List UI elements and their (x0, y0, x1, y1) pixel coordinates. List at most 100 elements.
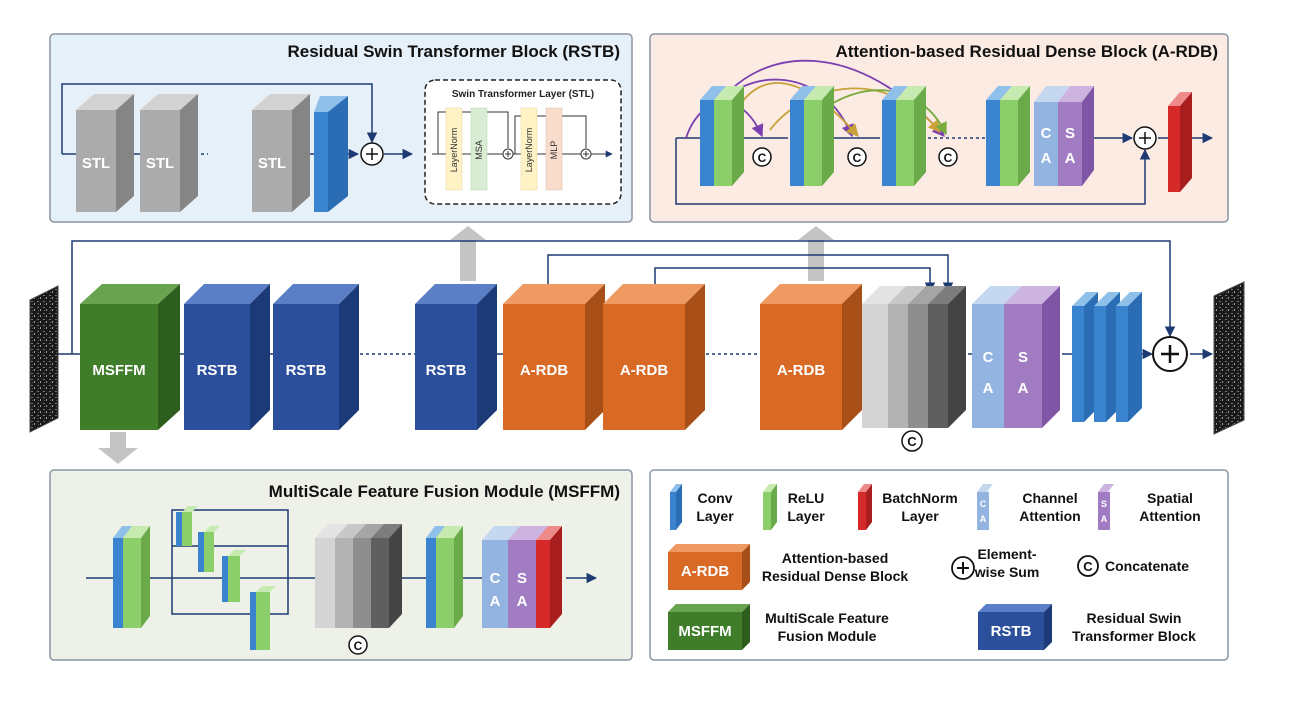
svg-text:C: C (1041, 125, 1052, 142)
layernorm-label: LayerNorm (449, 128, 459, 173)
svg-text:Transformer Block: Transformer Block (1072, 628, 1196, 644)
legend-conv: Conv Layer (670, 484, 734, 530)
legend-ardb: A-RDB Attention-based Residual Dense Blo… (668, 544, 908, 590)
expand-arrow-rstb (450, 226, 486, 281)
rstb-label: RSTB (426, 362, 467, 379)
msffm-label: MSFFM (92, 362, 145, 379)
main-pipeline: MSFFM RSTB RSTB RSTB A-RDB (29, 226, 1245, 464)
legend-spatial-attention: S A Spatial Attention (1098, 484, 1201, 530)
ardb-label: A-RDB (777, 362, 825, 379)
rstb-panel-title: Residual Swin Transformer Block (RSTB) (287, 42, 620, 61)
svg-text:Fusion Module: Fusion Module (778, 628, 877, 644)
svg-text:A: A (1101, 514, 1108, 524)
mlp-label: MLP (549, 141, 559, 160)
legend-batchnorm: BatchNorm Layer (858, 484, 958, 530)
msa-label: MSA (474, 140, 484, 160)
spatial-attention-block: S A (1004, 286, 1060, 428)
svg-text:Channel: Channel (1022, 490, 1077, 506)
concatenated-features (862, 286, 966, 428)
svg-text:Element-: Element- (977, 546, 1036, 562)
stl-layer-inset: Swin Transformer Layer (STL) LayerNorm M… (424, 79, 622, 205)
svg-text:C: C (354, 639, 363, 653)
channel-attention-block: C A (1034, 86, 1070, 186)
stl-block: STL (140, 94, 198, 212)
svg-text:Residual Dense Block: Residual Dense Block (762, 568, 908, 584)
spatial-attention-block: S A (1058, 86, 1094, 186)
conv-relu-pair (700, 86, 744, 186)
svg-text:RSTB: RSTB (991, 623, 1032, 640)
conv-relu-pair (426, 526, 463, 628)
concatenate-symbol: C (752, 147, 772, 167)
legend-rstb: RSTB Residual Swin Transformer Block (978, 604, 1196, 650)
ardb-block[interactable]: A-RDB (760, 284, 862, 430)
spatial-attention-block: S A (508, 526, 548, 628)
stl-block: STL (252, 94, 310, 212)
legend-concatenate: C Concatenate (1077, 555, 1189, 577)
svg-text:C: C (758, 151, 767, 165)
svg-text:S: S (1065, 125, 1075, 142)
legend-msffm: MSFFM MultiScale Feature Fusion Module (668, 604, 889, 650)
rstb-label: RSTB (286, 362, 327, 379)
stl-label: STL (146, 155, 174, 172)
conv-relu-pair (113, 526, 150, 628)
branch-conv-relu (198, 526, 220, 572)
svg-text:BatchNorm: BatchNorm (882, 490, 957, 506)
svg-text:Layer: Layer (696, 508, 734, 524)
svg-text:A: A (980, 514, 987, 524)
svg-text:A: A (1065, 150, 1076, 167)
msffm-block[interactable]: MSFFM (80, 284, 180, 430)
expand-arrow-ardb (798, 226, 834, 281)
rstb-block[interactable]: RSTB (184, 284, 270, 430)
svg-text:Spatial: Spatial (1147, 490, 1193, 506)
conv-layer (314, 96, 348, 212)
svg-text:S: S (517, 570, 527, 587)
batchnorm-layer (536, 526, 562, 628)
svg-text:C: C (944, 151, 953, 165)
element-wise-sum (1133, 126, 1157, 150)
svg-text:A: A (517, 593, 528, 610)
ardb-block[interactable]: A-RDB (503, 284, 605, 430)
channel-attention-block: C A (482, 526, 520, 628)
element-wise-sum (580, 148, 592, 160)
rstb-block[interactable]: RSTB (273, 284, 359, 430)
concatenate-symbol: C (938, 147, 958, 167)
svg-text:Attention-based: Attention-based (782, 550, 889, 566)
rstb-panel: Residual Swin Transformer Block (RSTB) S… (49, 33, 633, 223)
svg-text:Concatenate: Concatenate (1105, 558, 1189, 574)
rstb-block[interactable]: RSTB (415, 284, 497, 430)
branch-conv-relu (222, 550, 246, 602)
conv-relu-pair (986, 86, 1030, 186)
msffm-panel: MultiScale Feature Fusion Module (MSFFM) (49, 469, 633, 661)
svg-text:A: A (1018, 380, 1029, 397)
svg-text:MultiScale Feature: MultiScale Feature (765, 610, 889, 626)
svg-text:wise Sum: wise Sum (974, 564, 1040, 580)
stl-block: STL (76, 94, 134, 212)
svg-text:Layer: Layer (787, 508, 825, 524)
svg-text:MSFFM: MSFFM (678, 623, 731, 640)
rstb-label: RSTB (197, 362, 238, 379)
svg-text:A: A (490, 593, 501, 610)
svg-text:C: C (490, 570, 501, 587)
output-image (1213, 281, 1245, 435)
ardb-block[interactable]: A-RDB (603, 284, 705, 430)
ardb-label: A-RDB (620, 362, 668, 379)
legend-relu: ReLU Layer (763, 484, 825, 530)
legend: Conv Layer ReLU Layer BatchNorm Layer C … (649, 469, 1229, 661)
stl-label: STL (82, 155, 110, 172)
legend-channel-attention: C A Channel Attention (977, 484, 1081, 530)
element-wise-sum (1152, 336, 1188, 372)
msffm-panel-title: MultiScale Feature Fusion Module (MSFFM) (269, 482, 620, 501)
svg-text:S: S (1101, 499, 1107, 509)
legend-element-wise-sum: Element- wise Sum (951, 546, 1040, 580)
svg-text:A-RDB: A-RDB (681, 563, 729, 580)
svg-text:Layer: Layer (901, 508, 939, 524)
svg-text:A: A (983, 380, 994, 397)
branch-conv-relu (250, 586, 276, 650)
conv-relu-pair (790, 86, 834, 186)
svg-text:Attention: Attention (1019, 508, 1080, 524)
ardb-label: A-RDB (520, 362, 568, 379)
svg-text:C: C (907, 434, 917, 449)
svg-text:S: S (1018, 349, 1028, 366)
svg-text:Residual Swin: Residual Swin (1087, 610, 1182, 626)
